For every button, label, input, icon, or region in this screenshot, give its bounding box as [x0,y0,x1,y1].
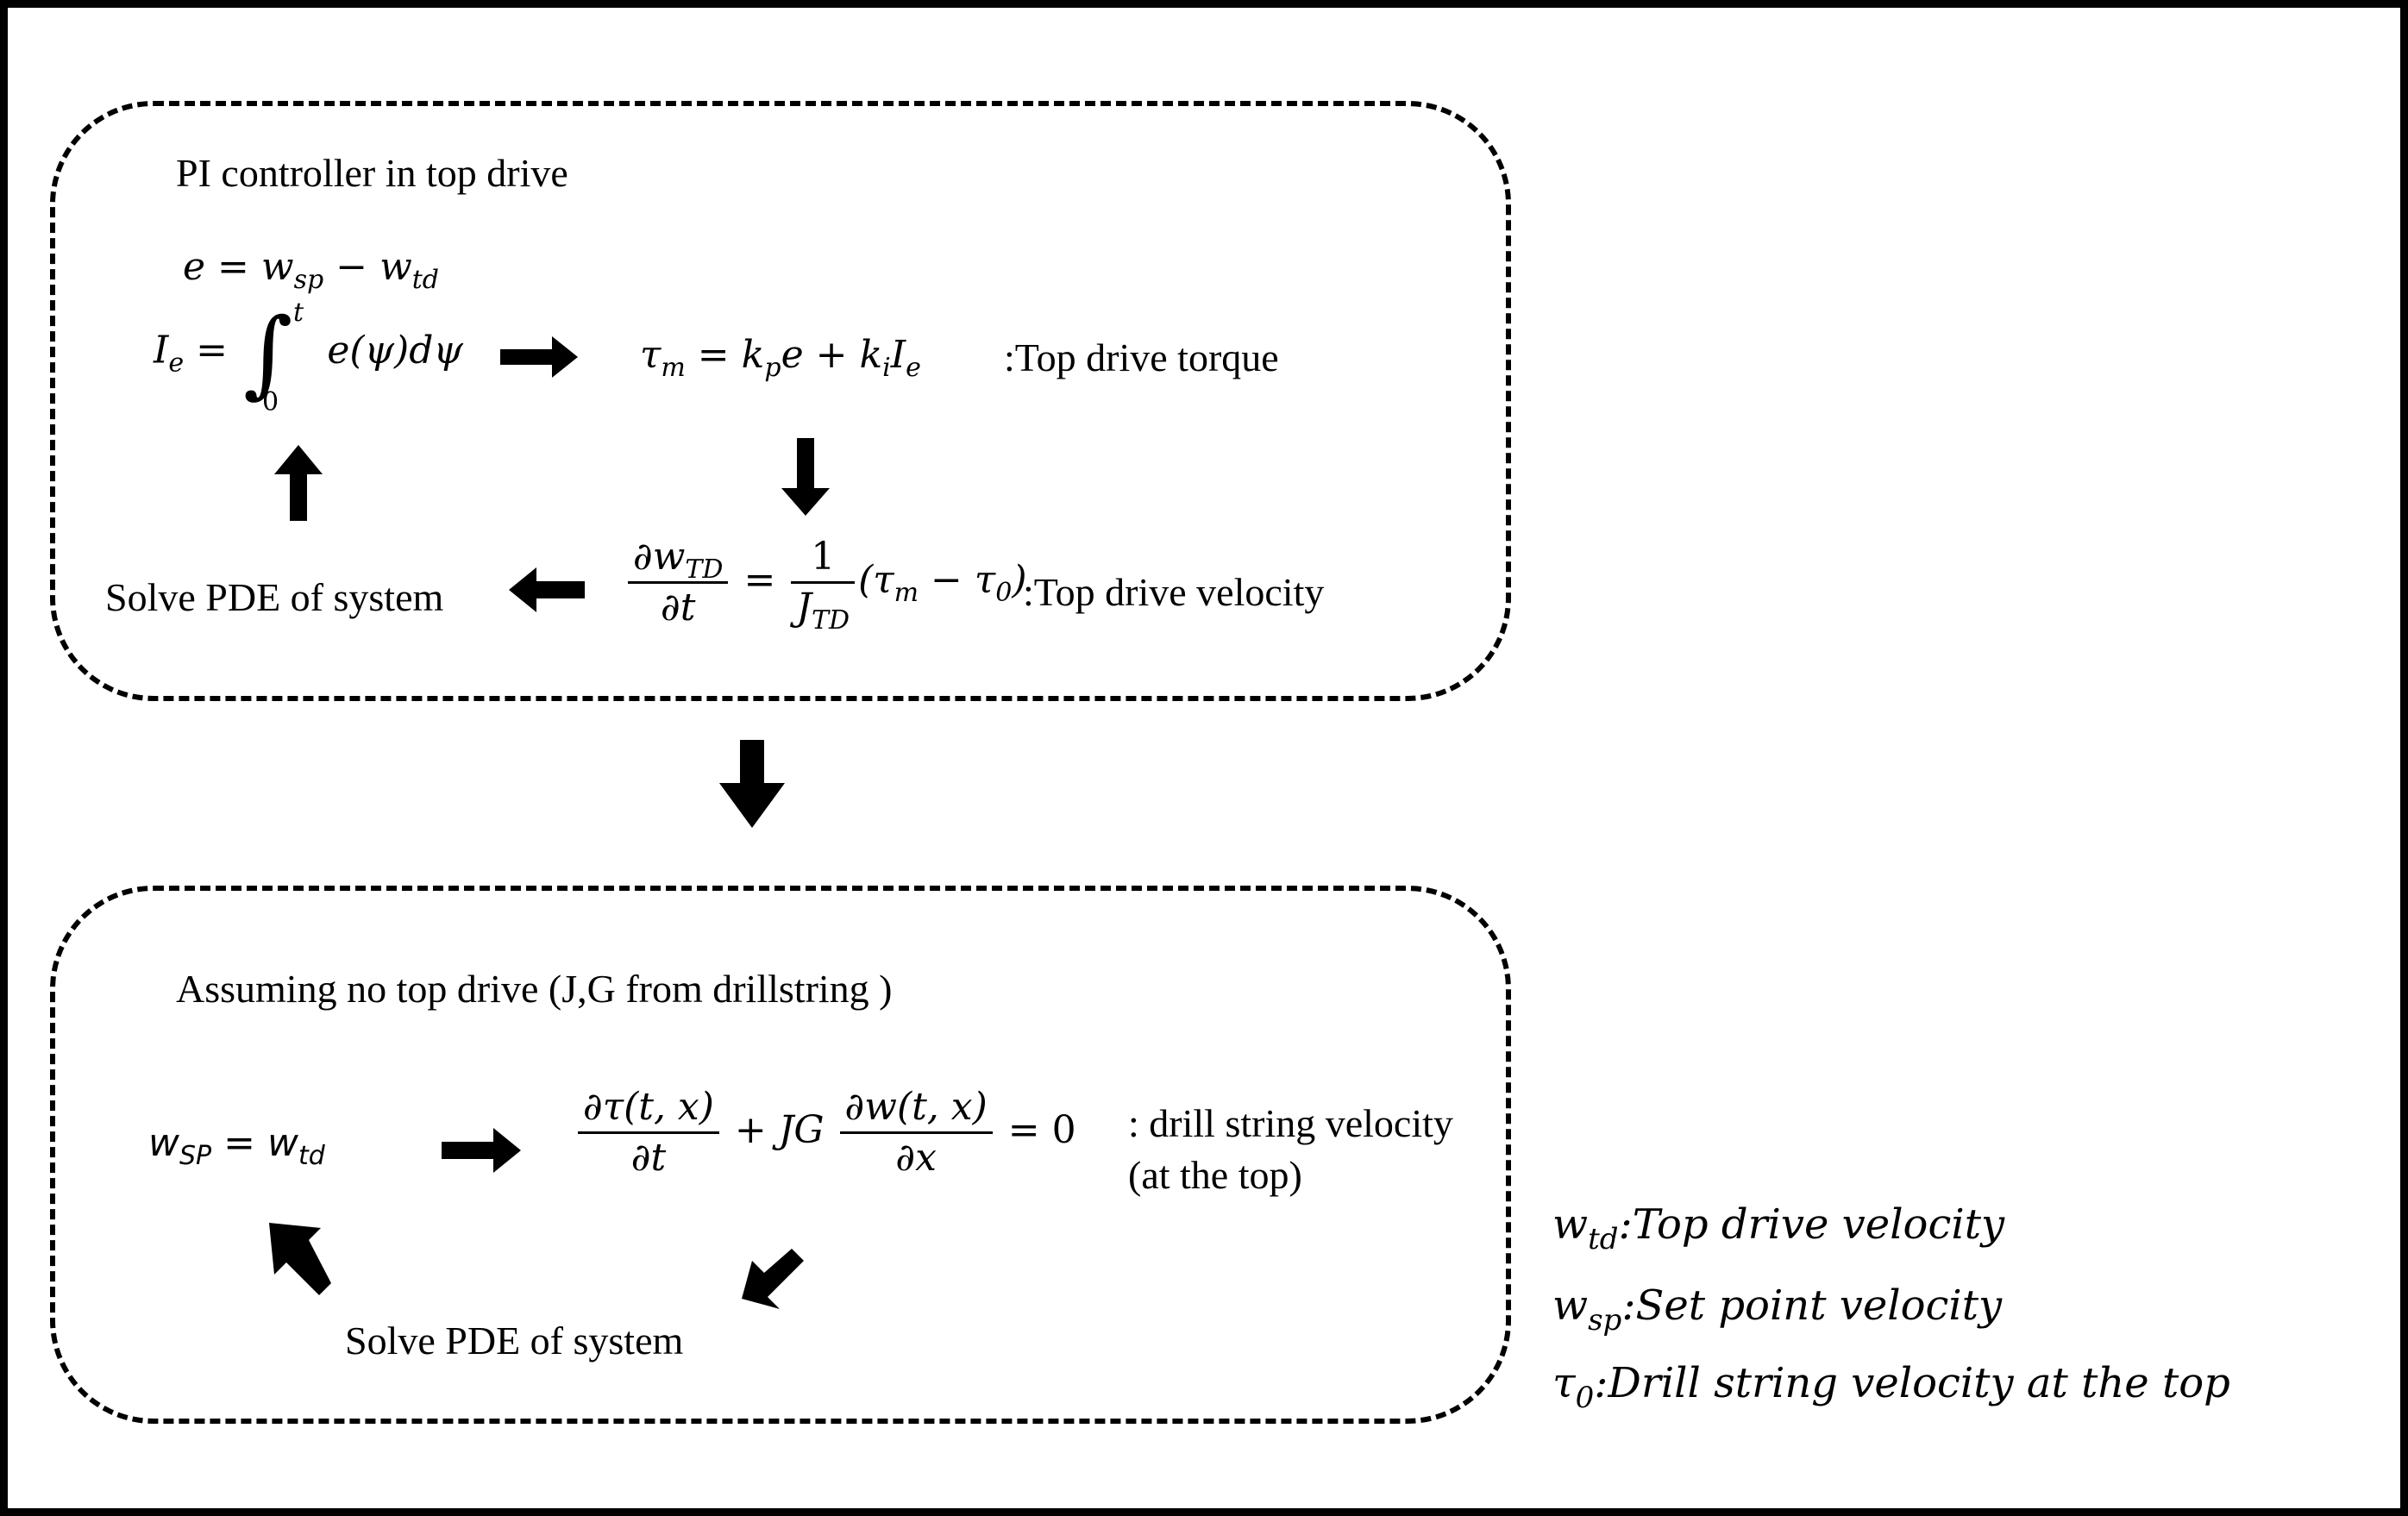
arrow-right-icon [500,336,578,378]
arrow-down-icon [781,438,830,516]
integral-equation: Ie = ∫ t 0 e(ψ)dψ [154,298,463,417]
arrow-left-icon [509,567,585,612]
torque-equation: τm = kpe + kiIe [640,333,921,383]
legend-item-tau0: τ0:Drill string velocity at the top [1552,1359,2230,1415]
drillstring-pde: ∂τ(t, x) ∂t + JG ∂w(t, x) ∂x = 0 [574,1088,1076,1177]
integral-sign: ∫ t 0 [243,298,304,417]
velocity-equation: ∂wTD ∂t = 1 JTD (τm − τ0) [624,538,1026,634]
velocity-label: :Top drive velocity [1023,570,1325,614]
torque-label: :Top drive torque [1004,335,1279,379]
solve-pde-label-top: Solve PDE of system [105,575,444,619]
pi-controller-box [50,101,1511,701]
legend-item-wtd: wtd:Top drive velocity [1552,1200,2005,1256]
legend-item-wsp: wsp:Set point velocity [1552,1281,2003,1337]
pde-label-line1: : drill string velocity [1128,1101,1453,1145]
error-equation: e = wsp − wtd [183,245,440,295]
pde-label-line2: (at the top) [1128,1153,1302,1197]
arrow-diag-down-left-icon [742,1249,804,1309]
arrow-up-icon [274,445,323,521]
arrow-diag-up-left-icon [269,1223,331,1295]
arrow-down-big-icon [719,740,785,828]
arrow-right-bottom-icon [442,1128,521,1173]
no-top-drive-box [50,886,1511,1424]
solve-pde-label-bottom: Solve PDE of system [345,1319,684,1363]
setpoint-equation: wSP = wtd [148,1121,325,1171]
pi-controller-title: PI controller in top drive [176,151,568,195]
no-top-drive-title: Assuming no top drive (J,G from drillstr… [176,967,893,1011]
